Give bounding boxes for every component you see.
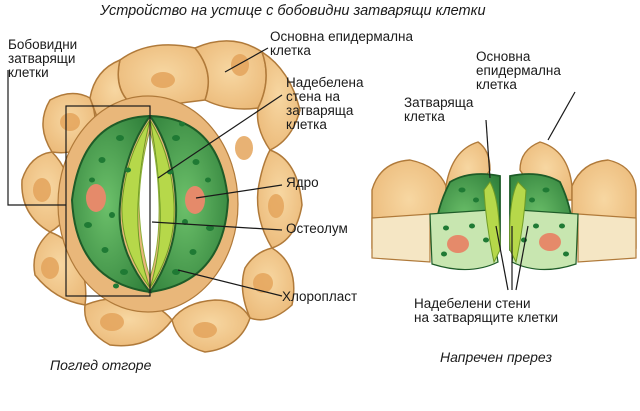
- caption-cross-section: Напречен пререз: [440, 349, 553, 365]
- caption-top-view: Поглед отгоре: [50, 357, 152, 373]
- top-view-leader-lines: [151, 47, 283, 297]
- guard-nucleus-left: [86, 184, 106, 212]
- section-guard-cells: [429, 173, 579, 271]
- label-chloroplast: Хлоропласт: [282, 289, 358, 304]
- section-cut-faces: [371, 213, 637, 263]
- top-view-artwork: [7, 40, 303, 353]
- label-epidermal-cell-top: Основна епидермална клетка: [270, 29, 413, 58]
- label-thick-wall: Надебелена стена на затваряща клетка: [286, 75, 364, 132]
- epidermal-nuclei: [33, 54, 284, 338]
- guard-nucleus-right: [185, 186, 205, 214]
- section-leader-lines: [485, 91, 576, 291]
- guard-cells: [70, 114, 230, 294]
- cross-section-artwork: [371, 91, 637, 291]
- label-nucleus: Ядро: [286, 175, 319, 190]
- label-guard-cell-section: Затваряща клетка: [404, 95, 474, 124]
- label-thick-walls-section: Надебелени стени на затварящите клетки: [414, 296, 559, 325]
- label-pore: Остеолум: [286, 221, 348, 236]
- guard-cells-bracket-left: [7, 70, 66, 206]
- guard-cells-bracket-box: [65, 105, 151, 297]
- label-guard-cells: Бобовидни затварящи клетки: [8, 37, 78, 80]
- diagram-title: Устройство на устице с бобовидни затваря…: [100, 3, 486, 19]
- guard-cell-left: [70, 114, 153, 294]
- label-epidermal-cell-section: Основна епидермална клетка: [476, 49, 561, 92]
